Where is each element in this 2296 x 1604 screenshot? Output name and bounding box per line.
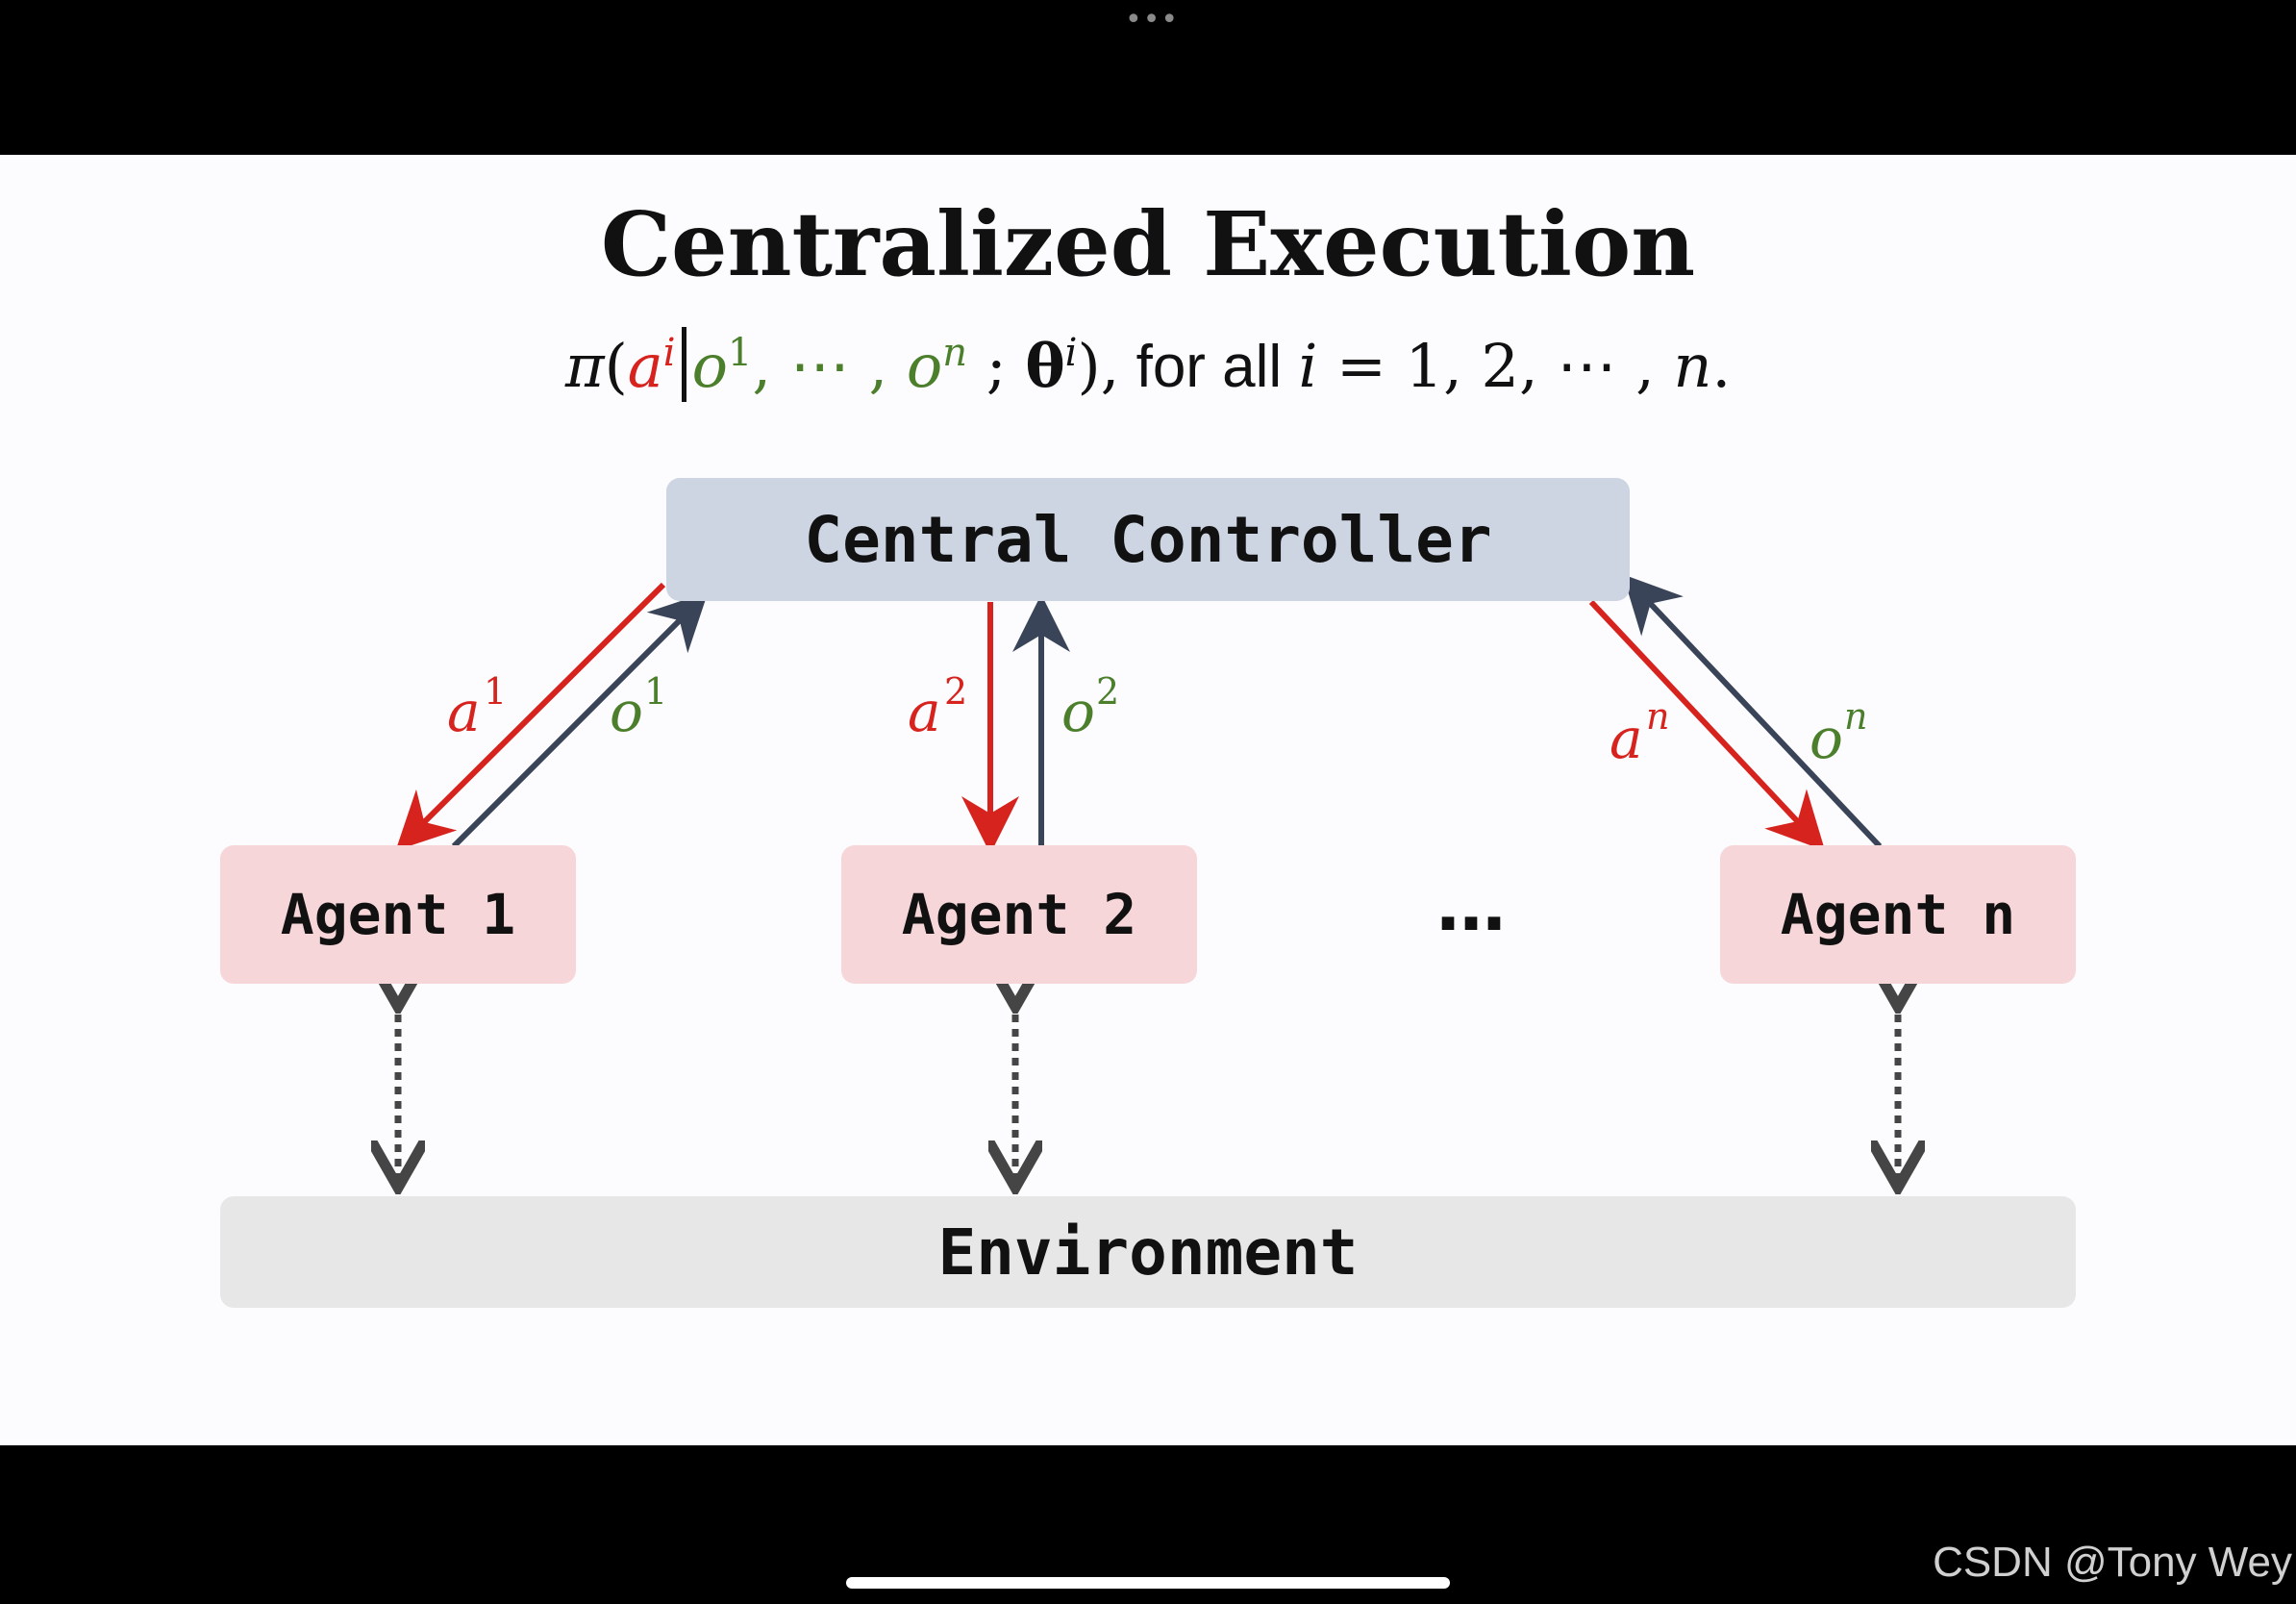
environment-box: Environment [220, 1196, 2076, 1308]
slide-title: Centralized Execution [600, 192, 1696, 296]
formula-semicolon: ; [966, 331, 1007, 401]
agent-label-n: Agent n [1780, 882, 2016, 947]
agent-box-1: Agent 1 [220, 845, 576, 984]
label-a1-sup: 1 [484, 670, 507, 713]
central-controller-label: Central Controller [804, 502, 1492, 577]
top-bar: ••• [0, 0, 2296, 155]
environment-label: Environment [937, 1215, 1359, 1290]
agent-label-2: Agent 2 [901, 882, 1137, 947]
formula-close: ), [1077, 331, 1120, 401]
formula-end: . [1711, 331, 1732, 401]
formula-obs-1: o [691, 331, 728, 401]
action-arrow-n [1588, 599, 1826, 851]
formula-for-all: for all [1119, 334, 1299, 400]
watermark-text: CSDN @Tony Wey [1933, 1539, 2292, 1586]
label-an: a [1610, 706, 1643, 771]
label-a2-sup: 2 [944, 670, 967, 713]
more-dots-icon[interactable]: ••• [1125, 3, 1180, 37]
formula-i: i [1298, 331, 1318, 401]
agents-ellipsis: … [1436, 865, 1506, 946]
label-on: o [1809, 706, 1843, 771]
agent-label-1: Agent 1 [280, 882, 516, 947]
formula-obs-n-sup: n [942, 331, 967, 375]
formula-obs-n: o [906, 331, 943, 401]
formula-given-bar [681, 327, 686, 402]
agent-box-2: Agent 2 [841, 845, 1197, 984]
formula-pi: π [564, 331, 605, 401]
home-indicator[interactable] [846, 1577, 1450, 1589]
formula-theta: θ [1025, 331, 1065, 401]
label-on-sup: n [1844, 695, 1867, 738]
formula-action: a [627, 331, 663, 401]
label-a2: a [908, 679, 941, 744]
label-o2-sup: 2 [1096, 670, 1119, 713]
formula-action-sup: i [662, 331, 676, 375]
label-an-sup: n [1646, 695, 1669, 738]
label-a1: a [447, 679, 481, 744]
formula-theta-sup: i [1064, 331, 1078, 375]
agent-box-n: Agent n [1720, 845, 2076, 984]
observation-arrow-1 [451, 591, 709, 849]
label-o1-sup: 1 [644, 670, 667, 713]
formula-n: n [1673, 331, 1712, 401]
observation-arrow-n [1622, 574, 1883, 849]
formula-obs-sep: , ⋯ , [752, 331, 907, 401]
formula-obs-1-sup: 1 [727, 331, 753, 375]
central-controller-box: Central Controller [666, 478, 1630, 601]
formula-range: = 1, 2, ⋯ , [1317, 331, 1674, 401]
action-arrow-1 [395, 582, 666, 851]
label-o1: o [610, 679, 643, 744]
formula-open: ( [604, 331, 628, 401]
label-o2: o [1061, 679, 1095, 744]
